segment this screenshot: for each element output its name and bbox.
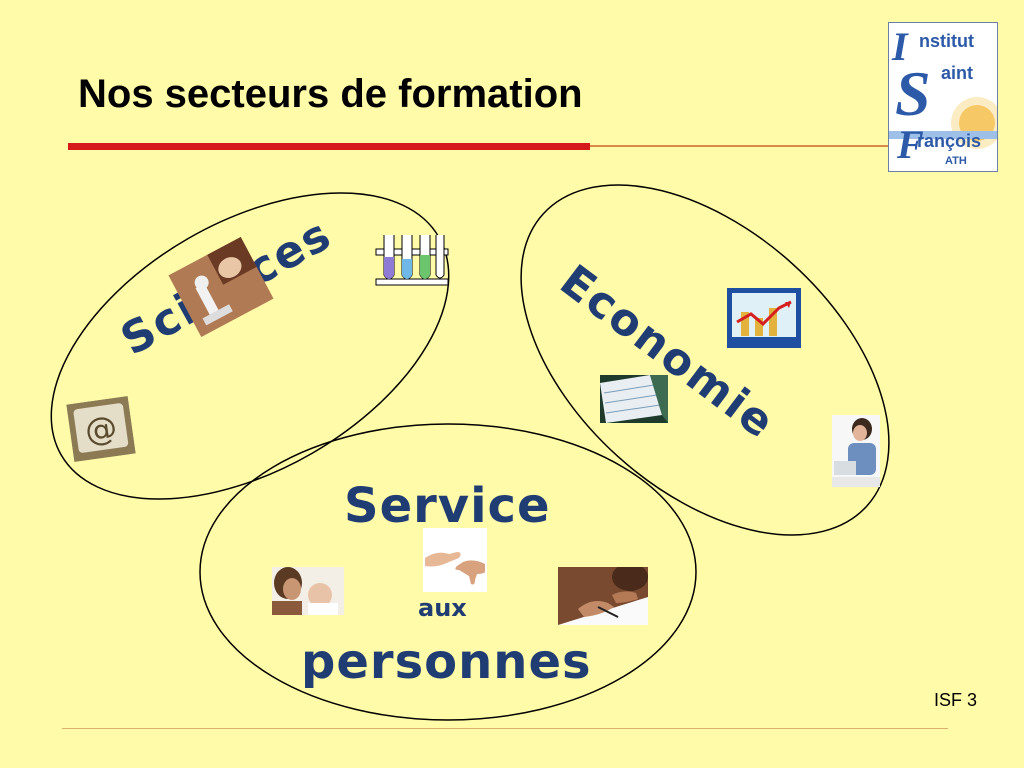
at-sign-keyboard-icon: @	[66, 395, 136, 463]
growth-chart-icon	[727, 288, 801, 348]
sector-personnes: personnes	[301, 634, 592, 690]
oval-economie	[520, 184, 890, 536]
logo-word-saint: aint	[941, 63, 974, 83]
sector-aux: aux	[418, 594, 467, 622]
microscope-photo-icon	[168, 236, 274, 338]
svg-text:@: @	[83, 408, 120, 450]
institut-logo: I nstitut S aint F rançois ATH	[888, 22, 998, 172]
mother-child-photo-icon	[272, 567, 344, 615]
footer-rule	[62, 728, 948, 729]
writing-hands-photo-icon	[558, 567, 648, 625]
logo-sun-icon	[889, 97, 997, 149]
logo-word-ath: ATH	[945, 155, 967, 167]
oval-service	[199, 423, 697, 721]
logo-word-institut: nstitut	[919, 31, 974, 51]
logo-initial-f: F	[897, 122, 924, 167]
test-tubes-icon	[374, 229, 450, 289]
spreadsheet-icon	[600, 375, 668, 423]
logo-word-francois: rançois	[917, 131, 982, 151]
title-underline-thin	[590, 145, 890, 147]
title-underline-thick	[68, 143, 590, 150]
page-number: ISF 3	[934, 690, 978, 710]
sector-service: Service	[344, 478, 551, 534]
logo-initial-s: S	[895, 58, 931, 129]
logo-initial-i: I	[892, 24, 908, 69]
page-title: Nos secteurs de formation	[78, 72, 583, 116]
office-worker-photo-icon	[832, 415, 880, 487]
helping-hands-icon	[423, 528, 487, 592]
